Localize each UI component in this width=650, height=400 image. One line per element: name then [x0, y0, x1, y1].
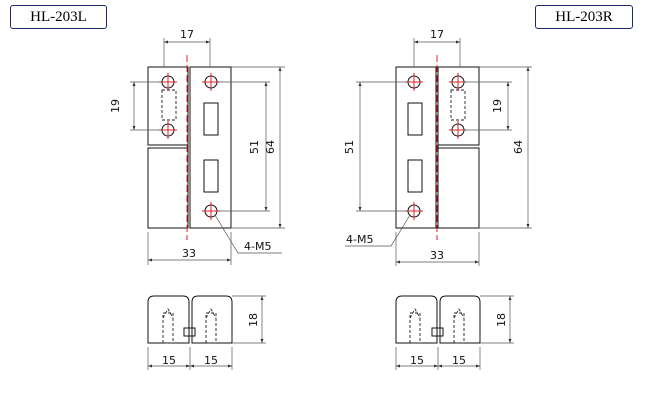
- dim-51-left: 51: [248, 140, 261, 154]
- dim-19-right: 19: [491, 99, 504, 113]
- dim-64-right: 64: [512, 140, 525, 154]
- title-right-model: HL-203R: [535, 5, 633, 29]
- dim-18-right: 18: [495, 313, 508, 327]
- dim-33-left: 33: [182, 247, 196, 260]
- dim-64-left: 64: [264, 140, 277, 154]
- dim-18-left: 18: [247, 313, 260, 327]
- dim-15b-left: 15: [204, 354, 218, 367]
- lower-leaf-right: [437, 147, 480, 229]
- dim-19-left: 19: [109, 99, 122, 113]
- dim-17-left: 17: [180, 28, 194, 41]
- thread-label-right: 4-M5: [346, 233, 373, 246]
- front-view-left: [130, 38, 285, 265]
- dim-15a-left: 15: [162, 354, 176, 367]
- tall-leaf-left: [189, 66, 232, 229]
- lower-leaf-left: [147, 147, 189, 229]
- side-view-right: [395, 295, 514, 370]
- side-view-left: [147, 295, 266, 370]
- dim-15a-right: 15: [410, 354, 424, 367]
- dim-17-right: 17: [430, 28, 444, 41]
- dim-33-right: 33: [430, 249, 444, 262]
- dim-51-right: 51: [343, 140, 356, 154]
- front-view-right: [345, 38, 532, 266]
- title-left-model: HL-203L: [10, 5, 107, 29]
- tall-leaf-right: [395, 66, 437, 229]
- thread-label-left: 4-M5: [244, 240, 271, 253]
- dim-15b-right: 15: [452, 354, 466, 367]
